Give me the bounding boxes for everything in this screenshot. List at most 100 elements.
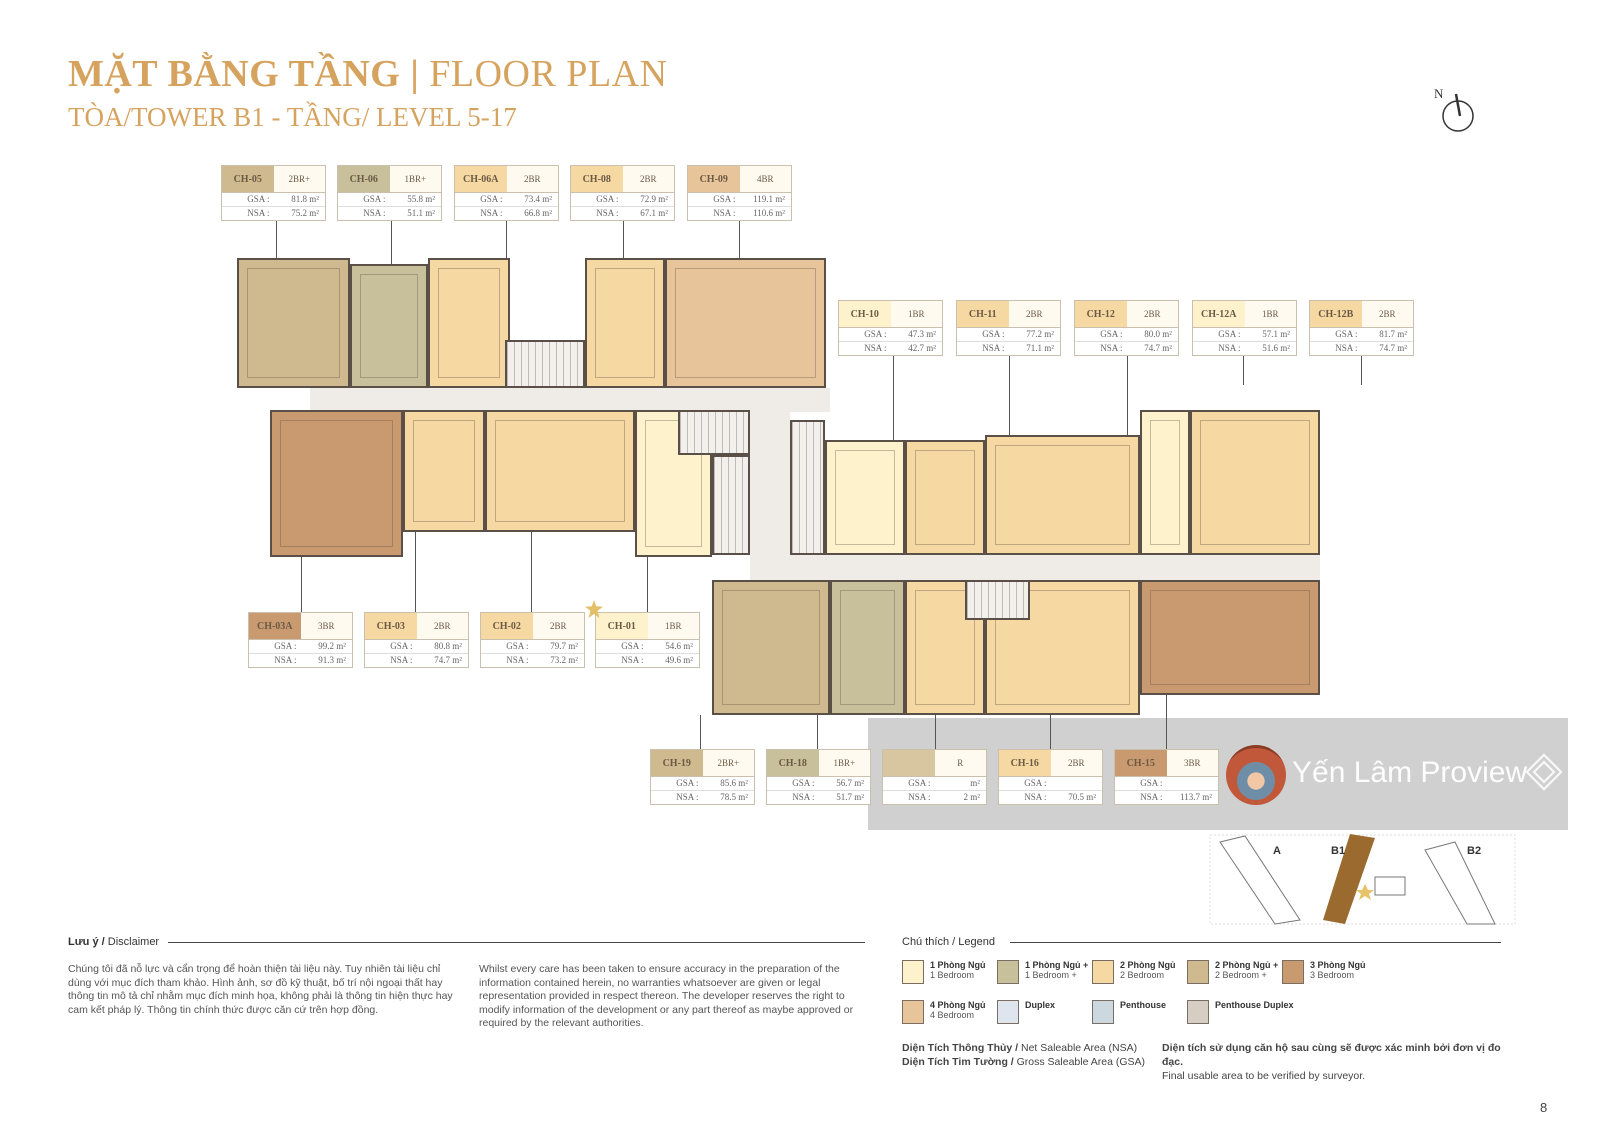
unit-ch-12b[interactable]	[1190, 410, 1320, 555]
legend-swatch	[997, 1000, 1019, 1024]
gsa-label: GSA :	[1140, 778, 1163, 788]
nsa-label: NSA :	[506, 655, 529, 665]
nsa-value: 70.5 m²	[1068, 792, 1096, 802]
legend-heading: Chú thích / Legend	[902, 936, 995, 948]
legend-item: Penthouse	[1092, 1000, 1166, 1024]
leader-line	[1050, 715, 1051, 749]
legend-label-en: 1 Bedroom	[930, 970, 975, 980]
nsa-label: NSA :	[676, 792, 699, 802]
gsa-value: 57.1 m²	[1262, 329, 1290, 339]
nsa-label: NSA :	[363, 208, 386, 218]
gsa-label: GSA :	[1100, 329, 1123, 339]
unit-ch-11[interactable]	[905, 440, 985, 555]
unit-code: CH-18	[767, 750, 819, 776]
legend-label-vi: Penthouse	[1120, 1000, 1167, 1010]
gsa-label: GSA :	[480, 194, 503, 204]
unit-ch-18[interactable]	[830, 580, 905, 715]
gsa-label: GSA :	[1335, 329, 1358, 339]
legend-swatch	[1187, 960, 1209, 984]
legend-item: 1 Phòng Ngủ +1 Bedroom +	[997, 960, 1088, 984]
leader-line	[893, 355, 894, 440]
legend-swatch	[1092, 1000, 1114, 1024]
nsa-value: 66.8 m²	[524, 208, 552, 218]
leader-line	[301, 557, 302, 612]
gsa-value: 81.7 m²	[1379, 329, 1407, 339]
unit-ch-19[interactable]	[712, 580, 830, 715]
gsa-label: GSA :	[390, 641, 413, 651]
key-plan: A B1 B2	[1209, 834, 1516, 925]
nsa-value: 73.2 m²	[550, 655, 578, 665]
unit-ch-06[interactable]	[350, 264, 428, 388]
unit-code: CH-01	[596, 613, 648, 639]
stair-core	[505, 340, 585, 388]
legend-label-vi: 4 Phòng Ngủ	[930, 1000, 986, 1010]
unit-ch-15[interactable]	[1140, 580, 1320, 695]
gsa-value: 54.6 m²	[665, 641, 693, 651]
unit-type: 2BR	[1050, 750, 1102, 776]
legend-label-en: 3 Bedroom	[1310, 970, 1355, 980]
legend-label-vi: 1 Phòng Ngủ +	[1025, 960, 1089, 970]
gsa-label: GSA :	[1218, 329, 1241, 339]
gsa-label: GSA :	[363, 194, 386, 204]
elevator-core	[712, 455, 750, 555]
legend-swatch	[902, 1000, 924, 1024]
gsa-value: 55.8 m²	[407, 194, 435, 204]
unit-code: CH-03	[365, 613, 417, 639]
unit-type: 2BR	[1361, 301, 1413, 327]
unit-code: CH-12B	[1310, 301, 1362, 327]
legend-item: 2 Phòng Ngủ +2 Bedroom +	[1187, 960, 1278, 984]
legend-swatch	[1092, 960, 1114, 984]
unit-ch-06a[interactable]	[428, 258, 510, 388]
divider	[1010, 942, 1501, 943]
nsa-label: NSA :	[596, 208, 619, 218]
north-arrow-icon: N	[1434, 86, 1474, 132]
unit-ch-12[interactable]	[985, 435, 1140, 555]
unit-ch-03[interactable]	[403, 410, 485, 532]
unit-code: CH-15	[1115, 750, 1167, 776]
nsa-value: 74.7 m²	[1144, 343, 1172, 353]
gsa-value: 85.6 m²	[720, 778, 748, 788]
nsa-value: 2 m²	[963, 792, 980, 802]
watermark-text: Yến Lâm Proview	[1292, 756, 1528, 789]
gsa-label: GSA :	[1024, 778, 1047, 788]
legend-label-en: 4 Bedroom	[930, 1010, 975, 1020]
legend-swatch	[1187, 1000, 1209, 1024]
svg-text:B2: B2	[1467, 845, 1481, 857]
watermark-logo-icon	[1525, 753, 1563, 791]
unit-ch-05[interactable]	[237, 258, 350, 388]
unit-type: 2BR	[506, 166, 558, 192]
legend-item: Penthouse Duplex	[1187, 1000, 1294, 1024]
nsa-value: 49.6 m²	[665, 655, 693, 665]
unit-ch-01[interactable]	[635, 410, 712, 557]
unit-ch-10[interactable]	[825, 440, 905, 555]
nsa-label: NSA :	[480, 208, 503, 218]
gsa-label: GSA :	[274, 641, 297, 651]
unit-ch-08[interactable]	[585, 258, 665, 388]
page-subtitle: TÒA/TOWER B1 - TẦNG/ LEVEL 5-17	[68, 102, 517, 132]
gsa-value: m²	[970, 778, 980, 788]
elevator-lobby	[678, 410, 750, 455]
nsa-value: 91.3 m²	[318, 655, 346, 665]
unit-type: 1BR	[647, 613, 699, 639]
legend-label-vi: Duplex	[1025, 1000, 1056, 1010]
unit-ch-09[interactable]	[665, 258, 826, 388]
unit-type: 2BR	[1126, 301, 1178, 327]
corridor	[310, 388, 830, 412]
gsa-value: 81.8 m²	[291, 194, 319, 204]
nsa-label: NSA :	[792, 792, 815, 802]
nsa-value: 67.1 m²	[640, 208, 668, 218]
unit-ch-12a[interactable]	[1140, 410, 1190, 555]
corridor	[750, 388, 790, 583]
unit-type: 2BR	[622, 166, 674, 192]
unit-ch-03a[interactable]	[270, 410, 403, 557]
legend-label-vi: 1 Phòng Ngủ	[930, 960, 986, 970]
nsa-label: NSA :	[390, 655, 413, 665]
nsa-label: NSA :	[1218, 343, 1241, 353]
leader-line	[1166, 695, 1167, 749]
unit-ch-02[interactable]	[485, 410, 635, 532]
nsa-label: NSA :	[982, 343, 1005, 353]
